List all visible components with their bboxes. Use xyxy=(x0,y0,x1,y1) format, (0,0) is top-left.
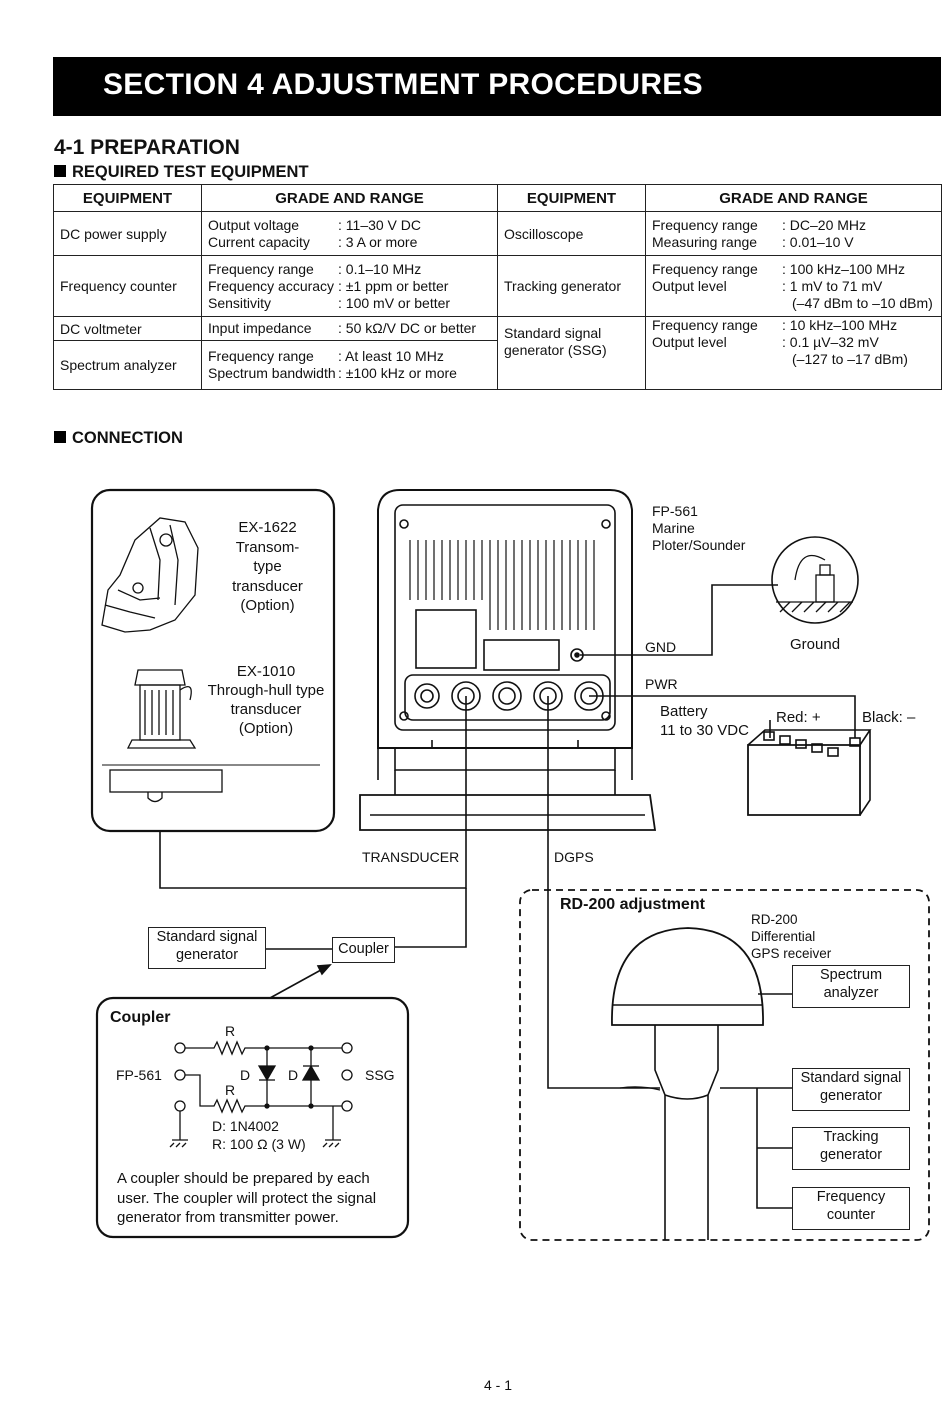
through-hull-transducer-illustration xyxy=(102,669,320,803)
grade-cell: Input impedance: 50 kΩ/V DC or better xyxy=(201,316,498,341)
equipment-table: EQUIPMENT GRADE AND RANGE EQUIPMENT GRAD… xyxy=(53,184,942,390)
equipment-name: Tracking generator xyxy=(497,255,646,317)
arrowhead-icon xyxy=(316,964,332,976)
coupler-note: A coupler should be prepared by each use… xyxy=(117,1170,377,1226)
frequency-counter-box: Frequency counter xyxy=(792,1187,910,1230)
ex1622-label: EX-1622 Transom- type transducer (Option… xyxy=(232,519,303,614)
fp561-label: FP-561 Marine Ploter/Sounder xyxy=(652,503,746,553)
rd200-gps-receiver xyxy=(611,927,764,1240)
coupler-box: Coupler xyxy=(332,937,395,963)
ssg-port-label: SSG xyxy=(365,1067,395,1083)
ground-terminal-icon xyxy=(776,554,853,613)
tracking-freq-links xyxy=(756,1088,793,1209)
red-terminal-label: Red: + xyxy=(776,709,821,726)
equipment-name: Spectrum analyzer xyxy=(53,340,202,390)
grade-cell: Frequency range: DC–20 MHz Measuring ran… xyxy=(645,211,942,256)
equipment-name: Standard signal generator (SSG) xyxy=(497,316,646,390)
diode-label: D xyxy=(288,1067,299,1083)
transducer-label: TRANSDUCER xyxy=(362,849,460,865)
resistor-label: R xyxy=(225,1082,236,1098)
tracking-generator-box: Tracking generator xyxy=(792,1127,910,1170)
ssg-box-2: Standard signal generator xyxy=(792,1068,910,1111)
table-row: Frequency counter Frequency range: 0.1–1… xyxy=(53,255,942,317)
pwr-black-wire xyxy=(589,695,856,738)
rd200-label: RD-200 Differential GPS receiver xyxy=(751,912,832,961)
coupler-title: Coupler xyxy=(110,1009,171,1026)
equipment-name: Frequency counter xyxy=(53,255,202,317)
rd200-region xyxy=(519,889,930,1241)
coupler-cable xyxy=(394,888,467,948)
equipment-name: DC power supply xyxy=(53,211,202,256)
grade-cell: Output voltage: 11–30 V DC Current capac… xyxy=(201,211,498,256)
rd200-title: RD-200 adjustment xyxy=(560,896,705,913)
diode-spec: D: 1N4002 xyxy=(212,1118,279,1134)
pwr-label: PWR xyxy=(645,676,678,692)
resistor-spec: R: 100 Ω (3 W) xyxy=(212,1136,306,1152)
table-header-row: EQUIPMENT GRADE AND RANGE EQUIPMENT GRAD… xyxy=(53,184,942,212)
fp561-port-label: FP-561 xyxy=(116,1067,162,1083)
resistor-label: R xyxy=(225,1023,236,1039)
equipment-name: Oscilloscope xyxy=(497,211,646,256)
ssg-box: Standard signal generator xyxy=(148,927,266,969)
diode-label: D xyxy=(240,1067,251,1083)
grade-cell: Frequency range: 10 kHz–100 MHz Output l… xyxy=(645,316,942,390)
ground-label: Ground xyxy=(790,636,841,653)
battery-illustration xyxy=(747,729,872,816)
transducer-cable xyxy=(159,696,467,889)
coupler-detail-panel xyxy=(95,996,410,1239)
fp561-unit xyxy=(359,489,657,831)
ex1010-label: EX-1010 Through-hull type transducer (Op… xyxy=(207,663,325,737)
section-title: SECTION 4 ADJUSTMENT PROCEDURES xyxy=(103,68,703,101)
grade-cell: Frequency range: At least 10 MHz Spectru… xyxy=(201,340,498,390)
column-header: EQUIPMENT xyxy=(53,184,202,212)
table-row: DC power supply Output voltage: 11–30 V … xyxy=(53,211,942,256)
grade-cell: Frequency range: 100 kHz–100 MHz Output … xyxy=(645,255,942,317)
gnd-wire xyxy=(580,584,778,656)
gnd-label: GND xyxy=(645,639,677,655)
square-bullet-icon xyxy=(54,165,66,177)
table-row: DC voltmeter Input impedance: 50 kΩ/V DC… xyxy=(53,316,942,390)
ground-detail-circle xyxy=(771,536,859,624)
transducer-panel xyxy=(90,488,336,833)
preparation-heading: 4-1 PREPARATION xyxy=(54,136,240,159)
spectrum-analyzer-box: Spectrum analyzer xyxy=(792,965,910,1008)
required-test-equipment-heading: REQUIRED TEST EQUIPMENT xyxy=(54,163,309,182)
square-bullet-icon xyxy=(54,431,66,443)
page-number: 4 - 1 xyxy=(484,1377,513,1393)
column-header: EQUIPMENT xyxy=(497,184,646,212)
dgps-cable xyxy=(547,696,660,1089)
transom-transducer-illustration xyxy=(101,517,199,633)
section-banner: SECTION 4 ADJUSTMENT PROCEDURES xyxy=(53,57,941,116)
battery-label: Battery 11 to 30 VDC xyxy=(660,703,749,739)
column-header: GRADE AND RANGE xyxy=(645,184,942,212)
dgps-label: DGPS xyxy=(554,849,594,865)
grade-cell: Frequency range: 0.1–10 MHz Frequency ac… xyxy=(201,255,498,317)
table-row: Spectrum analyzer Frequency range: At le… xyxy=(53,340,942,390)
coupler-schematic xyxy=(169,1040,353,1148)
connection-heading: CONNECTION xyxy=(54,429,183,448)
black-terminal-label: Black: – xyxy=(862,709,916,726)
